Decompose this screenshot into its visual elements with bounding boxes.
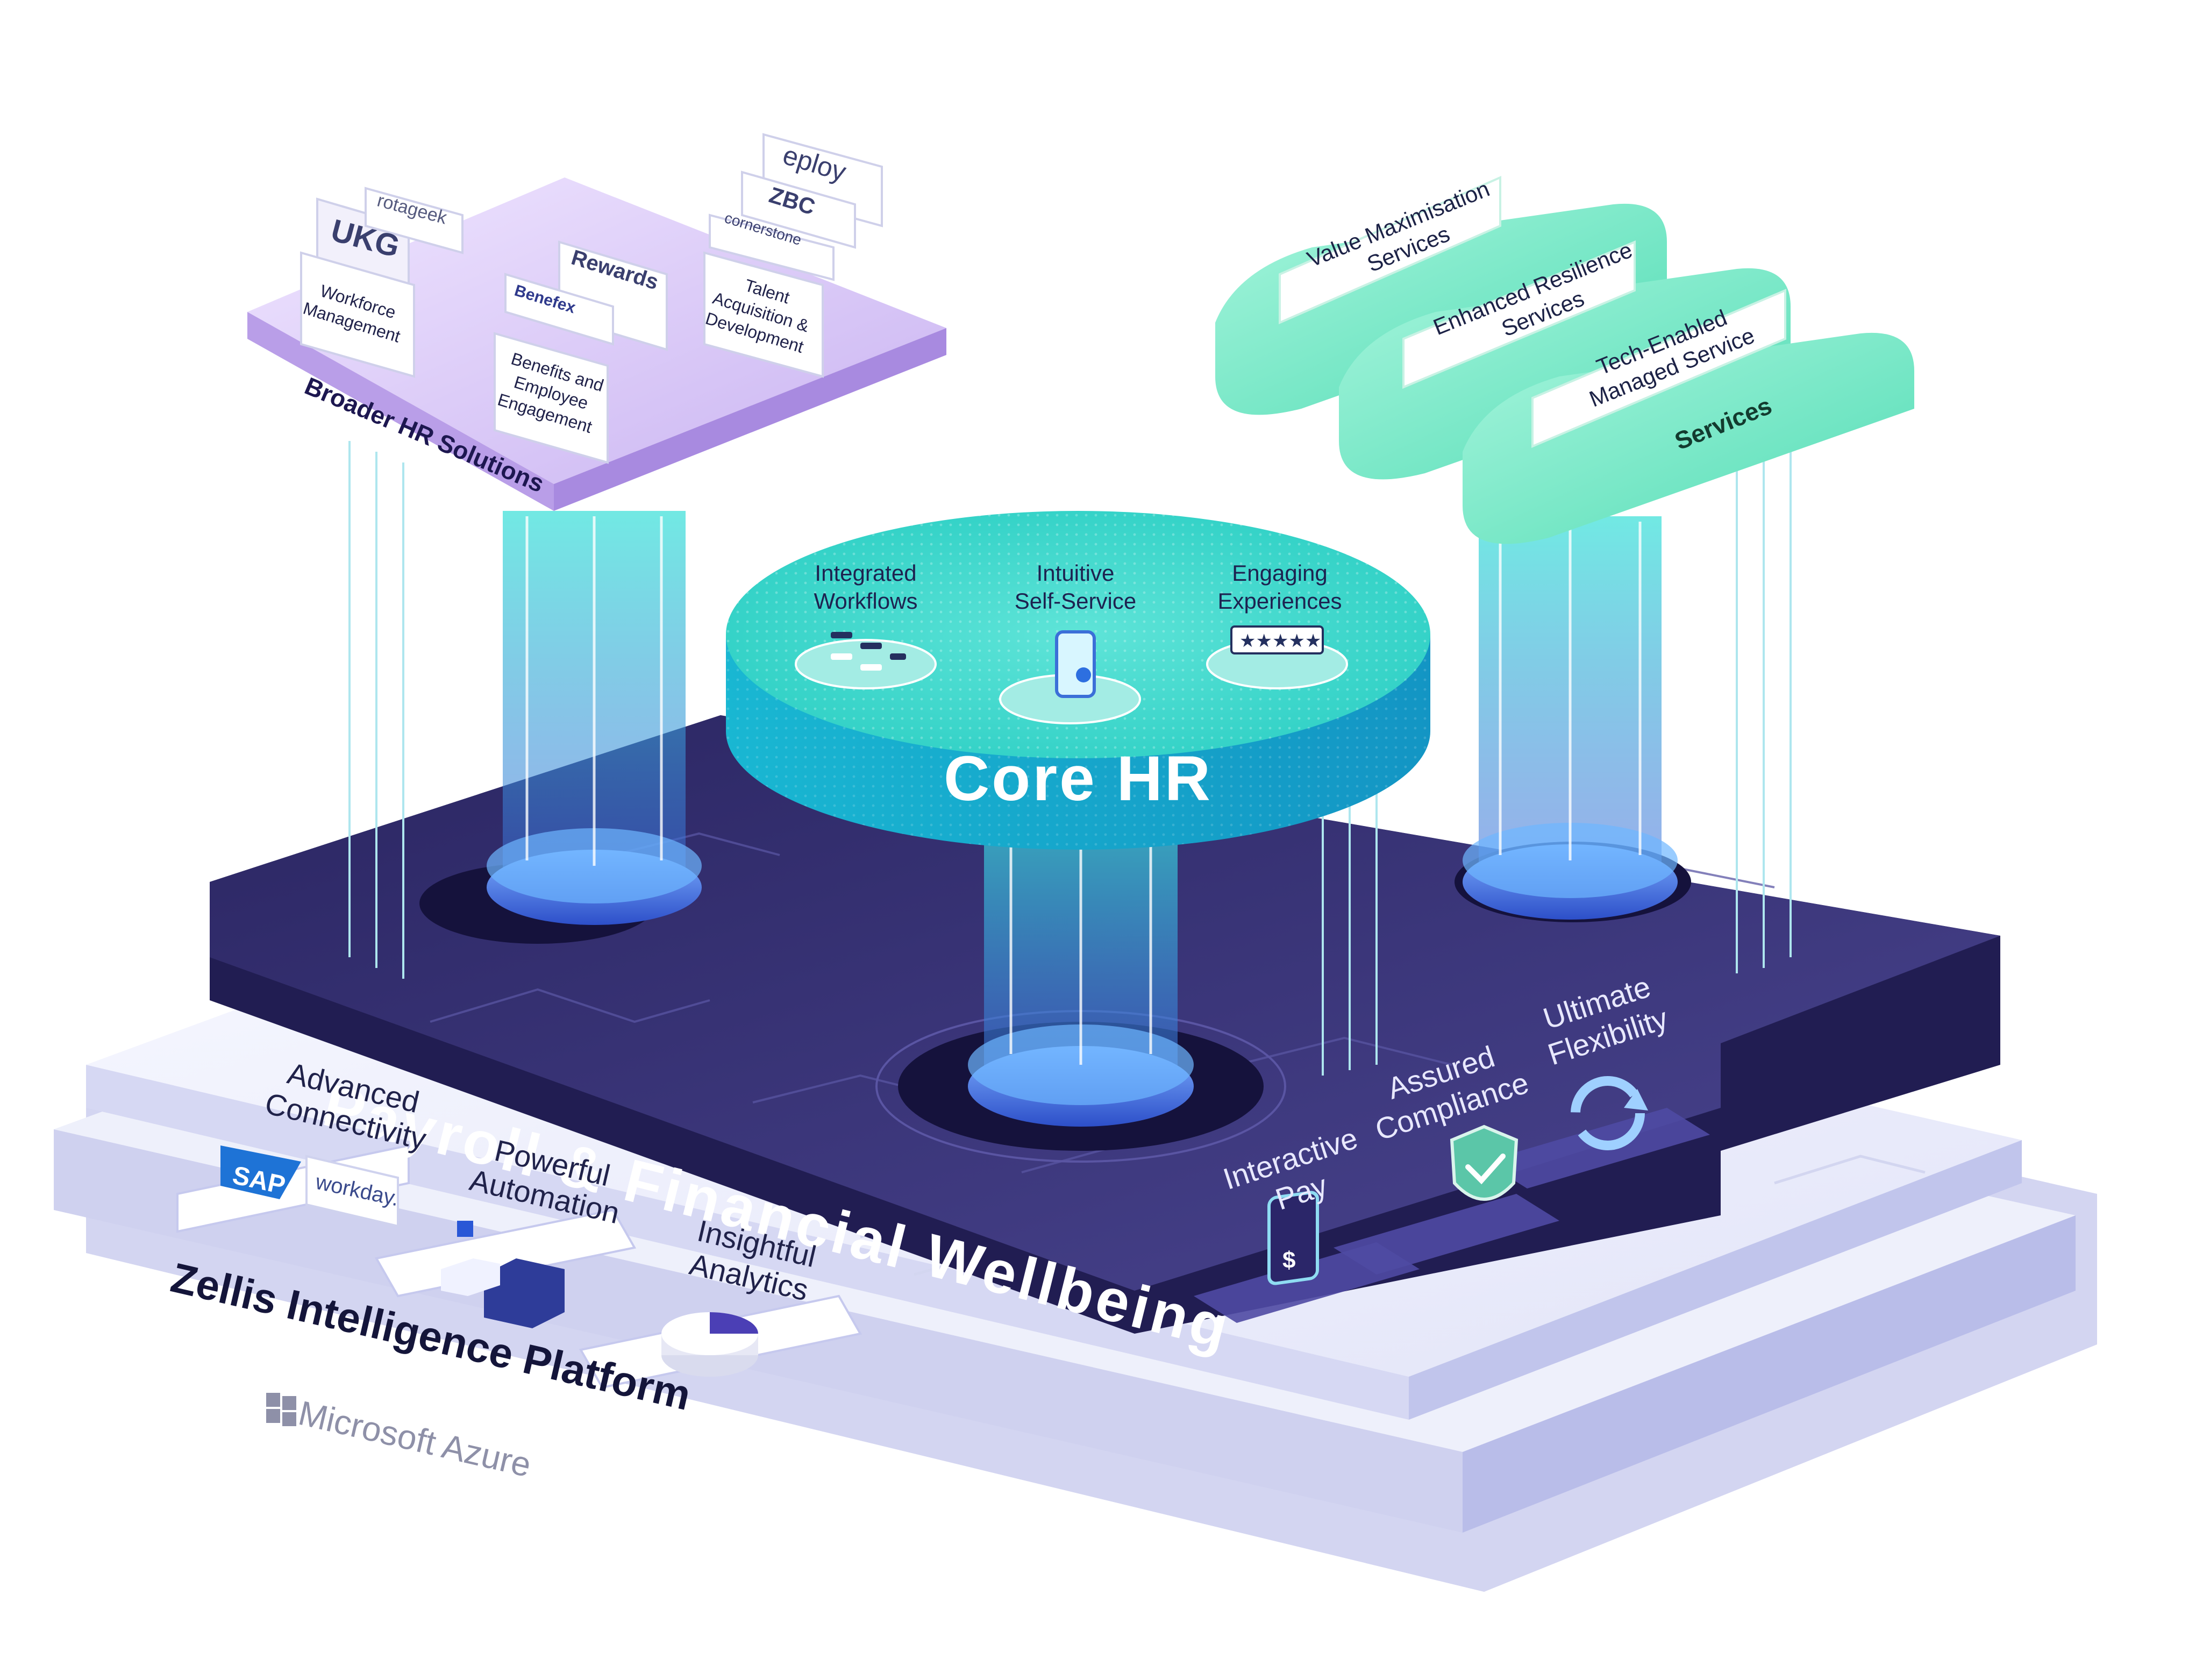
workforce-card-stack xyxy=(300,187,464,378)
mobile-phone-icon xyxy=(1055,630,1096,698)
shield-check-icon xyxy=(1450,1124,1519,1201)
workday-logo: workday. xyxy=(305,1155,401,1228)
connection-beams xyxy=(348,441,1792,1127)
five-stars-icon: ★★★★★ xyxy=(1230,625,1324,654)
core-feature-integrated-workflows: Integrated Workflows xyxy=(814,560,918,614)
benefits-card-stack xyxy=(494,240,668,464)
core-feature-engaging-experiences: Engaging Experiences xyxy=(1217,560,1342,614)
broader-hr-tray xyxy=(247,133,946,511)
refresh-arrows-icon xyxy=(1571,1076,1648,1150)
phone-payment-icon: $ xyxy=(1267,1191,1319,1285)
payroll-feature-tiles: $ xyxy=(1194,1076,1710,1323)
talent-card-stack xyxy=(703,133,883,378)
services-trays xyxy=(1215,175,1914,544)
pie-chart-icon xyxy=(661,1312,758,1377)
payment-dollar-sign: $ xyxy=(1282,1247,1295,1273)
core-hr-title: Core HR xyxy=(943,743,1213,814)
core-hr-disc: ★★★★★ xyxy=(726,511,1430,850)
svg-text:★★★★★: ★★★★★ xyxy=(1239,631,1321,651)
automation-cubes-icon xyxy=(441,1221,565,1328)
microsoft-logo-icon xyxy=(266,1393,296,1426)
core-feature-self-service: Intuitive Self-Service xyxy=(1014,560,1137,614)
workflow-icon xyxy=(831,632,906,671)
platform-feature-tiles: SAP workday. xyxy=(176,1144,862,1426)
